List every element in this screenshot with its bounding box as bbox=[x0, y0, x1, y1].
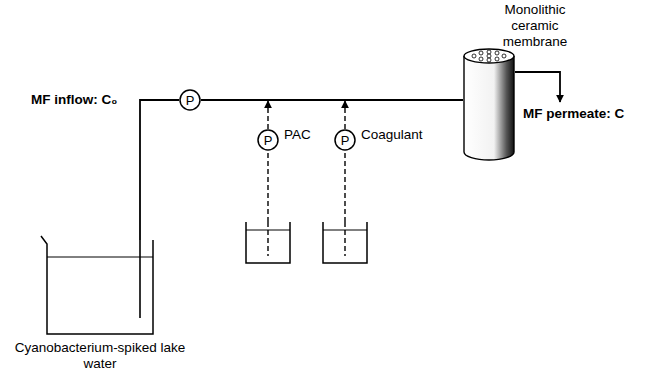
channel-hole bbox=[487, 50, 491, 54]
dosing-tube bbox=[267, 222, 268, 256]
flow-line bbox=[345, 100, 463, 129]
pump-node: P bbox=[179, 89, 201, 111]
pump-letter: P bbox=[257, 129, 279, 151]
flow-label: MF permeate: C bbox=[522, 106, 625, 121]
beaker-outline bbox=[45, 240, 155, 335]
channel-hole bbox=[487, 58, 491, 62]
flow-line bbox=[345, 151, 346, 222]
flow-line bbox=[268, 100, 463, 129]
node-label: Cyanobacterium-spiked lake water bbox=[5, 340, 195, 372]
line-segment bbox=[344, 101, 345, 129]
beaker-wall bbox=[41, 236, 153, 334]
flow-line bbox=[268, 151, 269, 222]
suction-tube bbox=[139, 240, 141, 318]
permeate-arrow bbox=[515, 72, 560, 102]
pump-circle bbox=[258, 130, 278, 150]
beaker-wall bbox=[246, 222, 290, 263]
node-label: Coagulant bbox=[361, 127, 423, 143]
channel-hole bbox=[495, 57, 499, 61]
flow-line bbox=[201, 100, 463, 101]
flow-label: MF inflow: C₀ bbox=[30, 92, 118, 107]
pump-letter: P bbox=[179, 89, 201, 111]
line-segment bbox=[268, 99, 463, 101]
node-label: PAC bbox=[284, 127, 311, 143]
membrane-outline bbox=[463, 48, 515, 160]
channel-hole bbox=[479, 57, 483, 61]
line-segment bbox=[267, 101, 268, 129]
line-segment bbox=[140, 100, 179, 240]
membrane-top bbox=[464, 49, 514, 63]
line-segment bbox=[267, 151, 268, 222]
channel-hole bbox=[502, 54, 506, 58]
water-level bbox=[246, 230, 290, 231]
water-level bbox=[47, 257, 153, 258]
pump-circle bbox=[180, 90, 200, 110]
channel-hole bbox=[495, 51, 499, 55]
line-segment bbox=[344, 151, 345, 222]
water-level bbox=[323, 230, 367, 231]
beaker-node: Cyanobacterium-spiked lake water bbox=[45, 240, 155, 335]
flow-line bbox=[140, 100, 179, 240]
beaker-node: PAC bbox=[244, 222, 292, 264]
pump-node: P bbox=[257, 129, 279, 151]
line-segment bbox=[345, 99, 463, 101]
pump-circle bbox=[335, 130, 355, 150]
membrane-body bbox=[464, 56, 514, 160]
membrane-node: Monolithic ceramic membrane bbox=[463, 48, 515, 160]
pump-letter: P bbox=[334, 129, 356, 151]
dosing-tube bbox=[344, 222, 345, 256]
beaker-outline bbox=[321, 222, 369, 264]
beaker-wall bbox=[323, 222, 367, 263]
beaker-node: Coagulant bbox=[321, 222, 369, 264]
line-segment bbox=[201, 99, 463, 101]
channel-hole bbox=[479, 51, 483, 55]
channel-hole bbox=[472, 54, 476, 58]
pump-node: P bbox=[334, 129, 356, 151]
channel-hole bbox=[487, 54, 491, 58]
node-label: Monolithic ceramic membrane bbox=[490, 2, 580, 50]
beaker-outline bbox=[244, 222, 292, 264]
